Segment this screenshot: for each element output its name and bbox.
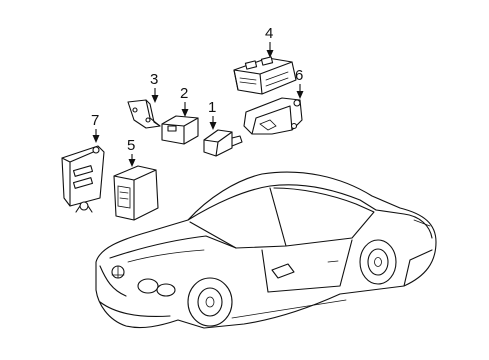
callout-5: 5 [127,137,135,154]
callout-6-arrowhead [296,91,304,99]
callout-4-arrowhead [266,50,274,58]
part-6-bracket [243,97,303,135]
callout-1: 1 [208,99,216,116]
callout-1-arrowhead [209,122,217,130]
callout-2-arrowhead [181,109,189,117]
part-2-module [161,115,199,145]
callout-3-arrowhead [151,95,159,103]
part-5-control-unit [113,165,159,221]
part-1-module [203,129,243,157]
callout-4: 4 [265,25,273,42]
callout-5-arrowhead [128,159,136,167]
callout-3: 3 [150,71,158,88]
vehicle-outline [95,171,437,329]
callout-7-arrowhead [92,135,100,143]
part-4-control-module [233,56,297,95]
part-3-bracket [127,99,161,129]
part-7-bracket [61,145,105,213]
callout-6: 6 [295,67,303,84]
callout-2: 2 [180,85,188,102]
callout-7: 7 [91,112,99,129]
